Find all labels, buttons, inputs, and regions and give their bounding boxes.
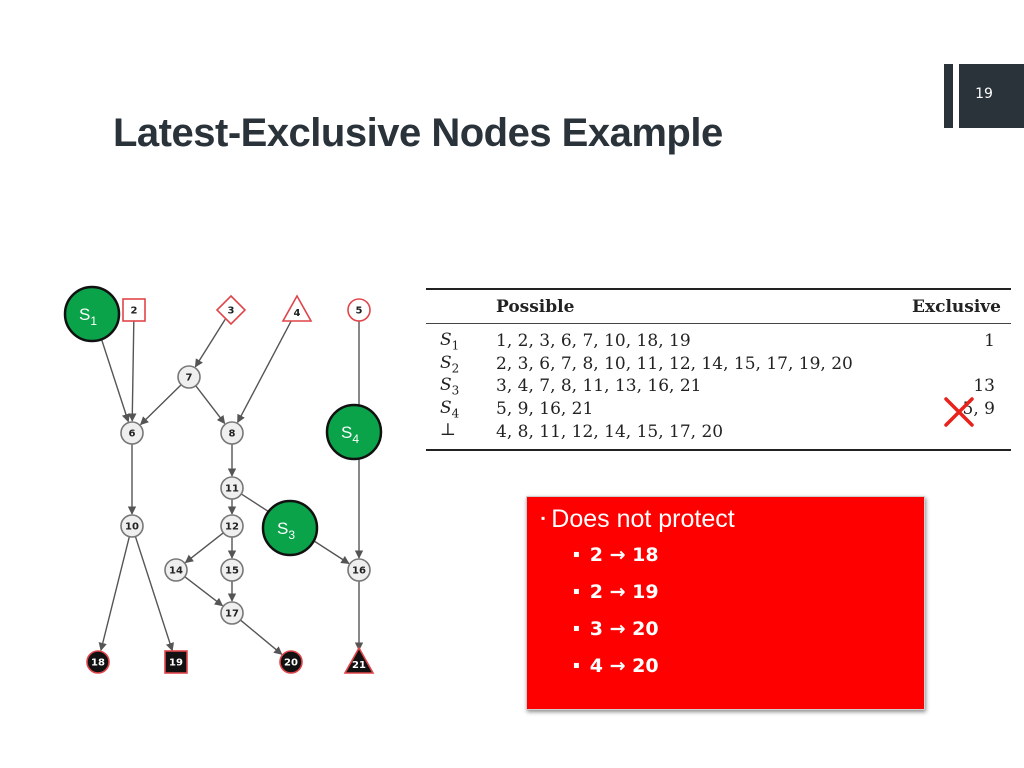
node-8: 8 [220,421,244,445]
svg-text:7: 7 [186,373,193,384]
edge-7-6 [139,384,182,426]
svg-text:14: 14 [169,566,183,577]
svg-text:17: 17 [225,609,239,620]
callout-item: ▪4 → 20 [573,655,659,677]
node-19: 19 [164,650,188,674]
does-not-protect-callout: ▪Does not protect ▪2 → 18 ▪2 → 19 ▪3 → 2… [526,496,925,710]
node-10: 10 [120,514,144,538]
svg-text:19: 19 [169,658,183,669]
bullet-icon: ▪ [573,586,580,597]
bullet-icon: ▪ [573,660,580,671]
callout-item: ▪2 → 18 [573,544,659,566]
table-top-rule [426,288,1011,290]
sets-table: Possible Exclusive S1 1, 2, 3, 6, 7, 10,… [426,288,1011,451]
svg-text:8: 8 [229,429,236,440]
set-marker-s4: S4 [325,403,383,461]
node-14: 14 [164,558,188,582]
slide-number: 19 [975,86,993,102]
node-16: 16 [347,558,371,582]
slide-number-bar [944,64,953,128]
edge-12-14 [184,532,224,564]
svg-text:2: 2 [131,306,138,317]
slide-number-background [959,64,1024,128]
row-exclusive: 5, 9 [962,399,995,420]
node-6: 6 [120,421,144,445]
node-12: 12 [220,514,244,538]
graph-nodes: 123456781011121415161718192021 [80,294,375,674]
svg-text:5: 5 [356,306,363,317]
node-2: 2 [122,298,146,322]
set-marker-s1: S1 [63,285,121,343]
node-11: 11 [220,476,244,500]
table-row: S1 1, 2, 3, 6, 7, 10, 18, 19 1 [426,330,1011,353]
edge-17-20 [240,619,283,655]
node-7: 7 [177,365,201,389]
svg-text:15: 15 [225,566,239,577]
row-set: S3 [440,375,460,398]
header-possible: Possible [496,296,575,317]
row-possible: 3, 4, 7, 8, 11, 13, 16, 21 [496,376,702,397]
node-5: 5 [347,298,371,322]
svg-text:18: 18 [91,658,105,669]
edge-3-7 [194,318,226,368]
cross-out-icon [944,397,974,427]
row-possible: 4, 8, 11, 12, 14, 15, 17, 20 [496,421,724,442]
row-possible: 5, 9, 16, 21 [496,399,594,420]
svg-text:16: 16 [352,566,366,577]
slide-number-box: 19 [944,64,1024,128]
table-row: S2 2, 3, 6, 7, 8, 10, 11, 12, 14, 15, 17… [426,353,1011,376]
row-exclusive: 1 [984,331,995,352]
slide-title: Latest-Exclusive Nodes Example [113,111,723,155]
callout-item: ▪3 → 20 [573,618,659,640]
callout-heading: ▪Does not protect [541,505,735,533]
row-possible: 2, 3, 6, 7, 8, 10, 11, 12, 14, 15, 17, 1… [496,353,853,374]
svg-text:4: 4 [294,308,301,319]
table-row: ⊥ 4, 8, 11, 12, 14, 15, 17, 20 [426,420,1011,443]
bullet-icon: ▪ [573,623,580,634]
node-17: 17 [220,601,244,625]
row-set: S4 [440,397,460,421]
table-header: Possible Exclusive [426,290,1011,323]
edge-10-18 [98,536,131,652]
node-4: 4 [281,294,313,322]
row-set: S1 [440,330,460,353]
bullet-icon: ▪ [573,549,580,560]
row-set: S2 [440,352,460,376]
table-row: S4 5, 9, 16, 21 5, 9 [426,398,1011,421]
svg-text:10: 10 [125,522,139,533]
set-marker-s3: S3 [261,499,319,557]
table-row: S3 3, 4, 7, 8, 11, 13, 16, 21 13 [426,375,1011,398]
node-15: 15 [220,558,244,582]
table-bottom-rule [426,448,1011,451]
node-20: 20 [279,650,303,674]
svg-text:11: 11 [225,484,239,495]
node-18: 18 [86,650,110,674]
edge-4-8 [236,319,293,424]
row-possible: 1, 2, 3, 6, 7, 10, 18, 19 [496,331,691,352]
svg-text:20: 20 [284,658,298,669]
svg-text:21: 21 [352,660,366,671]
row-exclusive: 13 [973,376,995,397]
node-3: 3 [215,294,247,326]
edge-14-17 [184,576,224,607]
edge-10-19 [134,536,174,652]
callout-item: ▪2 → 19 [573,581,659,603]
edge-2-6 [128,320,137,422]
table-header-rule [426,323,1011,324]
table-body: S1 1, 2, 3, 6, 7, 10, 18, 19 1 S2 2, 3, … [426,324,1011,449]
node-21: 21 [343,646,375,674]
svg-text:6: 6 [129,429,136,440]
svg-text:12: 12 [225,522,239,533]
header-exclusive: Exclusive [912,296,1001,317]
bullet-icon: ▪ [541,511,546,525]
svg-text:3: 3 [228,306,235,317]
row-set: ⊥ [440,420,456,441]
edge-7-8 [195,385,226,425]
